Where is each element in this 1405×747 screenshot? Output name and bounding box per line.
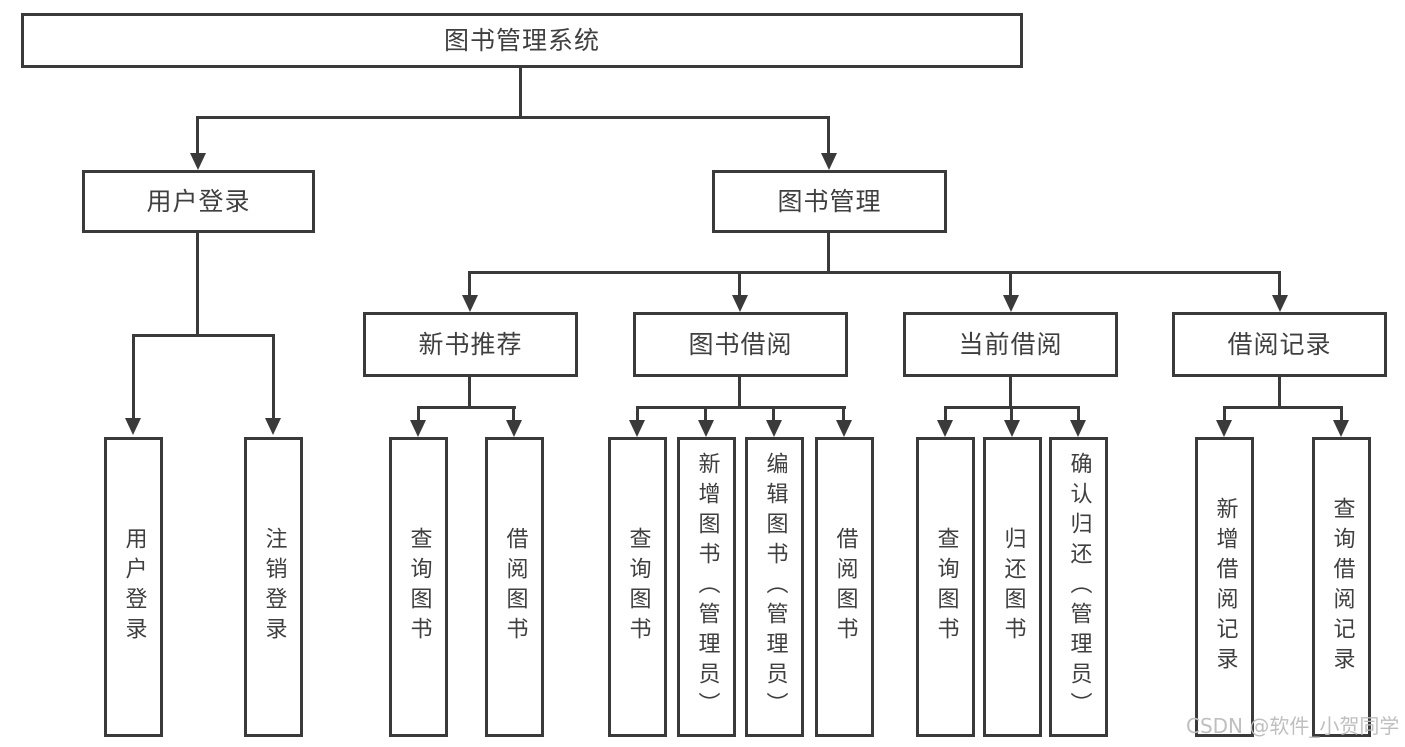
leaf-return-book-label: 归还图书 xyxy=(1000,527,1026,647)
leaf-borrow-books-1-label: 借阅图书 xyxy=(502,527,528,647)
connector-root-rail xyxy=(196,116,830,119)
leaf-query-books-1-label: 查询图书 xyxy=(406,527,432,647)
node-user-login: 用户登录 xyxy=(82,170,315,233)
watermark-text: CSDN @软件_小贺同学 xyxy=(1186,714,1400,738)
node-book-borrow: 图书借阅 xyxy=(633,312,848,377)
connector-new-book-stem xyxy=(468,377,471,408)
connector-drop-borrow-books-1 xyxy=(512,406,515,423)
connector-book-management-rail xyxy=(468,271,1281,274)
connector-drop-borrow-records xyxy=(1278,272,1281,298)
node-current-borrow-label: 当前借阅 xyxy=(958,330,1063,359)
leaf-query-books-3: 查询图书 xyxy=(916,437,975,737)
connector-drop-query-books-3 xyxy=(944,406,947,423)
node-root-label: 图书管理系统 xyxy=(443,26,600,55)
connector-book-borrow-stem xyxy=(738,377,741,408)
arrowhead-query-books-1 xyxy=(410,420,426,437)
arrowhead-user-login xyxy=(190,153,206,170)
arrowhead-borrow-books-2 xyxy=(836,420,852,437)
connector-drop-query-books-1 xyxy=(417,406,420,423)
connector-new-book-rail xyxy=(417,406,516,409)
leaf-query-books-3-label: 查询图书 xyxy=(933,527,959,647)
arrowhead-confirm-return xyxy=(1070,420,1086,437)
leaf-borrow-books-2-label: 借阅图书 xyxy=(832,527,858,647)
leaf-edit-book-admin: 编辑图书（管理员） xyxy=(745,437,804,737)
leaf-query-borrow-record-label: 查询借阅记录 xyxy=(1329,497,1355,677)
connector-user-login-rail xyxy=(132,334,275,337)
connector-borrow-records-rail xyxy=(1223,406,1343,409)
leaf-edit-book-admin-label: 编辑图书（管理员） xyxy=(762,452,788,722)
connector-drop-leaf-login xyxy=(132,334,135,420)
arrowhead-query-books-2 xyxy=(629,420,645,437)
arrowhead-new-book xyxy=(462,295,478,312)
connector-root-stem xyxy=(519,68,522,118)
arrowhead-borrow-records xyxy=(1272,295,1288,312)
arrowhead-return-book xyxy=(1004,420,1020,437)
node-root: 图书管理系统 xyxy=(21,13,1023,68)
leaf-return-book: 归还图书 xyxy=(983,437,1042,737)
arrowhead-query-record xyxy=(1333,420,1349,437)
connector-drop-query-record xyxy=(1340,406,1343,423)
node-borrow-records: 借阅记录 xyxy=(1172,312,1387,377)
leaf-logout-label: 注销登录 xyxy=(261,527,287,647)
connector-drop-edit-book xyxy=(772,406,775,423)
leaf-add-borrow-record: 新增借阅记录 xyxy=(1195,437,1254,737)
arrowhead-leaf-logout xyxy=(265,418,281,435)
node-new-book-recommend: 新书推荐 xyxy=(363,312,578,377)
connector-borrow-records-stem xyxy=(1278,377,1281,408)
arrowhead-leaf-login xyxy=(125,418,141,435)
connector-drop-confirm-return xyxy=(1077,406,1080,423)
node-borrow-records-label: 借阅记录 xyxy=(1227,330,1332,359)
arrowhead-book-borrow xyxy=(732,295,748,312)
leaf-user-login: 用户登录 xyxy=(104,437,163,737)
arrowhead-book-management xyxy=(821,153,837,170)
connector-drop-borrow-books-2 xyxy=(842,406,845,423)
connector-drop-new-book xyxy=(468,272,471,298)
connector-user-login-stem xyxy=(196,233,199,337)
connector-drop-user-login xyxy=(196,117,199,157)
leaf-query-borrow-record: 查询借阅记录 xyxy=(1312,437,1371,737)
leaf-user-login-label: 用户登录 xyxy=(121,527,147,647)
connector-book-management-stem xyxy=(827,233,830,274)
leaf-logout: 注销登录 xyxy=(244,437,303,737)
connector-drop-leaf-logout xyxy=(272,334,275,420)
connector-drop-return-book xyxy=(1010,406,1013,423)
leaf-confirm-return-admin: 确认归还（管理员） xyxy=(1049,437,1108,737)
connector-drop-query-books-2 xyxy=(636,406,639,423)
node-current-borrow: 当前借阅 xyxy=(903,312,1118,377)
leaf-borrow-books-1: 借阅图书 xyxy=(485,437,544,737)
node-user-login-label: 用户登录 xyxy=(146,187,251,216)
connector-drop-book-borrow xyxy=(738,272,741,298)
connector-book-borrow-rail xyxy=(636,406,846,409)
leaf-query-books-2: 查询图书 xyxy=(608,437,667,737)
arrowhead-borrow-books-1 xyxy=(506,420,522,437)
connector-drop-current-borrow xyxy=(1009,272,1012,298)
leaf-add-borrow-record-label: 新增借阅记录 xyxy=(1212,497,1238,677)
node-new-book-recommend-label: 新书推荐 xyxy=(418,330,523,359)
leaf-query-books-2-label: 查询图书 xyxy=(625,527,651,647)
connector-current-borrow-stem xyxy=(1009,377,1012,408)
connector-drop-add-record xyxy=(1223,406,1226,423)
leaf-add-book-admin-label: 新增图书（管理员） xyxy=(694,452,720,722)
arrowhead-current-borrow xyxy=(1003,295,1019,312)
arrowhead-query-books-3 xyxy=(937,420,953,437)
node-book-management: 图书管理 xyxy=(712,170,947,233)
leaf-borrow-books-2: 借阅图书 xyxy=(815,437,874,737)
connector-drop-book-management xyxy=(827,117,830,157)
leaf-query-books-1: 查询图书 xyxy=(389,437,448,737)
leaf-add-book-admin: 新增图书（管理员） xyxy=(677,437,736,737)
leaf-confirm-return-admin-label: 确认归还（管理员） xyxy=(1066,452,1092,722)
connector-drop-add-book xyxy=(704,406,707,423)
node-book-management-label: 图书管理 xyxy=(777,187,882,216)
arrowhead-add-book xyxy=(698,420,714,437)
arrowhead-add-record xyxy=(1216,420,1232,437)
node-book-borrow-label: 图书借阅 xyxy=(688,330,793,359)
arrowhead-edit-book xyxy=(766,420,782,437)
